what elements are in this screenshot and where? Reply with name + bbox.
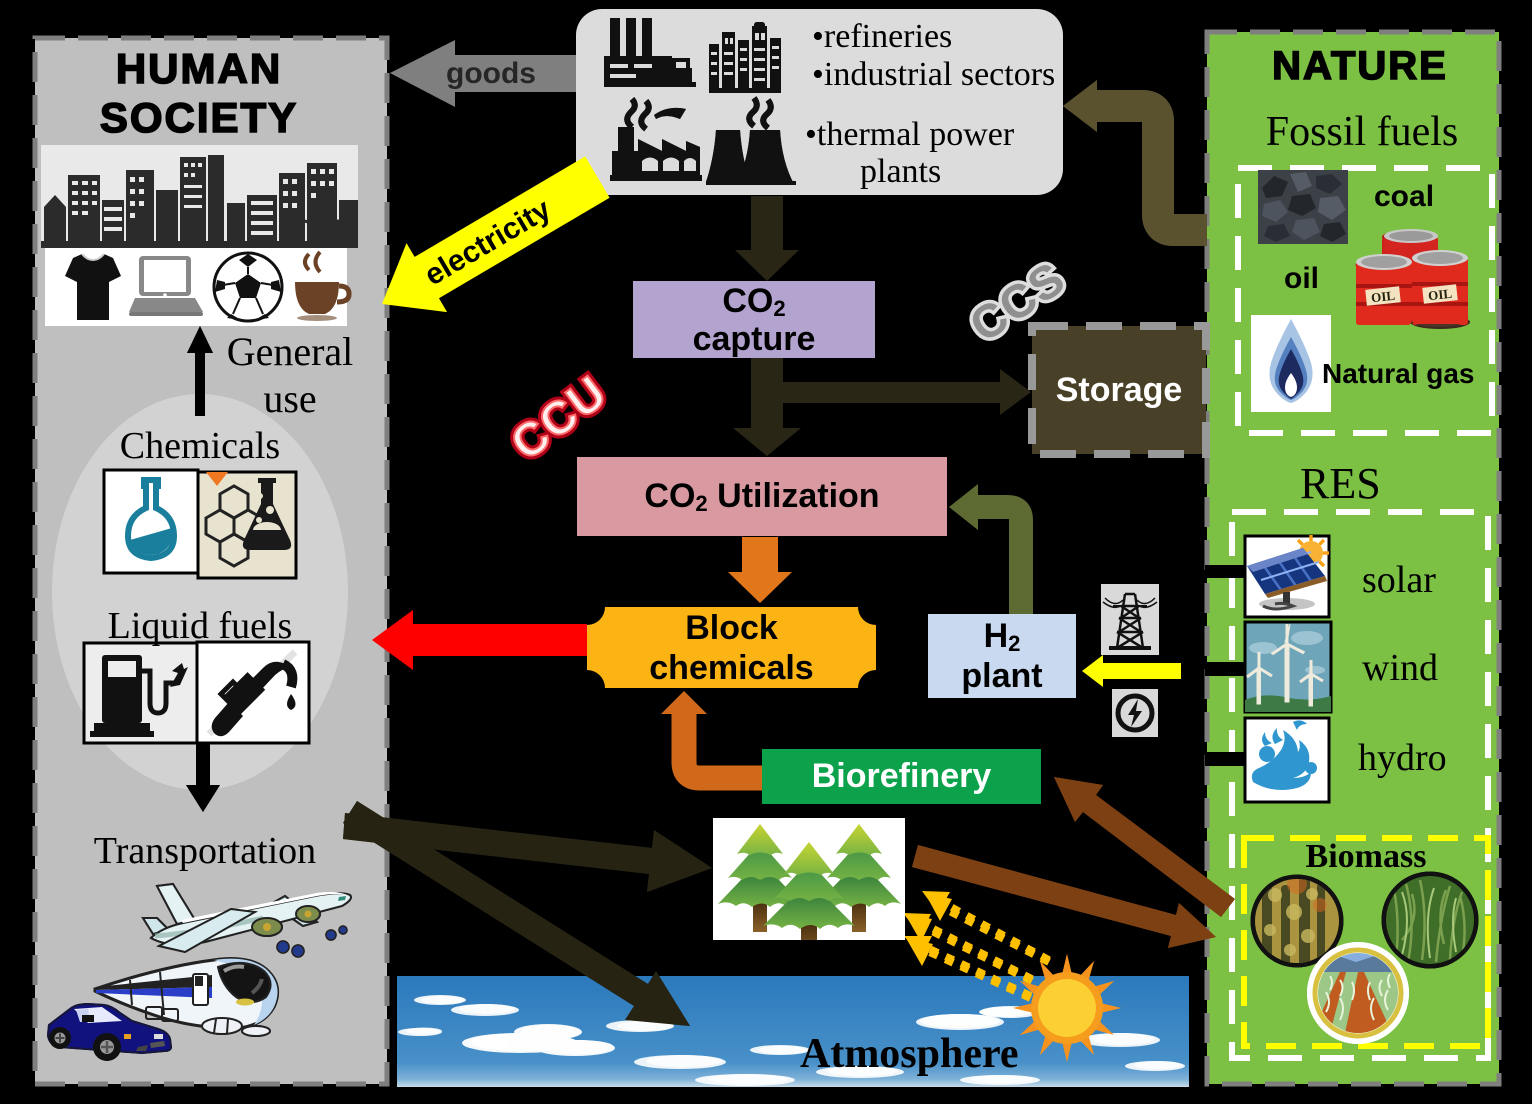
- svg-text:OIL: OIL: [1427, 286, 1453, 303]
- svg-text:OIL: OIL: [1370, 288, 1396, 305]
